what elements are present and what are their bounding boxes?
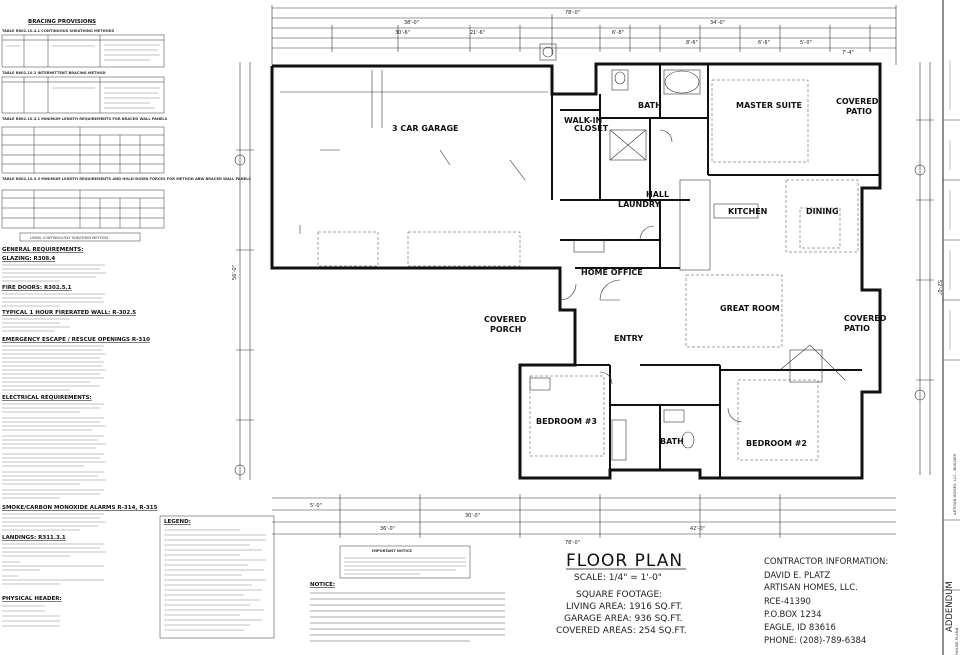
house-plan-label: HOUSE PLAN# [954, 627, 959, 655]
electrical-notes [2, 403, 106, 499]
dim-top-right: 34'-0" [710, 20, 725, 26]
plan-title: FLOOR PLAN [566, 551, 683, 571]
room-kitchen: KITCHEN [728, 207, 767, 216]
dim-top-d6: 5'-0" [800, 40, 812, 46]
landing-notes [2, 543, 106, 585]
fire-door-notes [2, 293, 105, 307]
door-swings [559, 129, 743, 423]
room-bedroom2: BEDROOM #2 [746, 439, 807, 448]
room-master-suite: MASTER SUITE [736, 101, 802, 110]
dim-top-d1: 30'-6" [395, 30, 410, 36]
room-covered-patio-top: COVERED [836, 97, 879, 106]
room-covered-patio-right: COVERED [844, 314, 887, 323]
living-area: LIVING AREA: 1916 SQ.FT. [566, 602, 683, 612]
table3-title: TABLE R602.10.3.1 MINIMUM LENGTH REQUIRE… [2, 117, 168, 121]
dim-overall-bottom: 78'-0" [565, 540, 580, 546]
exterior-walls [270, 62, 882, 480]
room-laundry: LAUNDRY [618, 200, 661, 209]
physical-header-heading: PHYSICAL HEADER: [2, 596, 62, 602]
dim-top-d7: 7'-4" [842, 50, 854, 56]
room-garage: 3 CAR GARAGE [392, 124, 459, 133]
contractor-pobox: P.O.BOX 1234 [764, 610, 822, 620]
electrical-heading: ELECTRICAL REQUIREMENTS: [2, 395, 92, 401]
general-requirements-heading: GENERAL REQUIREMENTS: [2, 247, 83, 253]
emergency-escape-heading: EMERGENCY ESCAPE / RESCUE OPENINGS R-310 [2, 337, 150, 343]
contractor-phone: PHONE: (208)-789-6384 [764, 636, 866, 646]
room-entry: ENTRY [614, 334, 643, 343]
bracing-provisions-heading: BRACING PROVISIONS [28, 19, 96, 25]
table4-title: TABLE R602.10.3.3 MINIMUM LENGTH REQUIRE… [2, 177, 251, 181]
fire-doors-heading: FIRE DOORS: R302.5.1 [2, 285, 72, 291]
dim-top-d4: 8'-6" [686, 40, 698, 46]
dim-top-left: 38'-0" [404, 20, 419, 26]
builder-label: ARTISAN HOMES, LLC - BUILDER [952, 454, 957, 515]
room-closet: CLOSET [574, 124, 609, 133]
title-block: FLOOR PLAN SCALE: 1/4" = 1'-0" SQUARE FO… [556, 551, 687, 636]
garage-detail [280, 70, 548, 267]
contractor-company: ARTISAN HOMES, LLC. [764, 583, 858, 593]
contractor-info: CONTRACTOR INFORMATION: DAVID E. PLATZ A… [764, 557, 888, 646]
table1-title: TABLE R602.10.4.1 CONTINUOUS SHEATHING M… [2, 29, 115, 33]
grid-markers [234, 154, 926, 476]
landings-heading: LANDINGS: R311.3.1 [2, 535, 66, 541]
room-patio-top: PATIO [846, 107, 872, 116]
smoke-notes [2, 513, 106, 531]
glazing-notes [2, 264, 106, 282]
interior-walls [520, 64, 880, 478]
room-home-office: HOME OFFICE [581, 268, 643, 277]
contractor-license: RCE-41390 [764, 597, 811, 607]
dim-left-overall: 56'-0" [232, 265, 238, 280]
room-bath2: BATH [660, 437, 684, 446]
square-footage-title: SQUARE FOOTAGE: [576, 590, 662, 600]
room-patio-right: PATIO [844, 324, 870, 333]
emergency-notes [2, 345, 106, 391]
bracing-tables: BRACING PROVISIONS TABLE R602.10.4.1 CON… [1, 19, 251, 242]
plan-scale: SCALE: 1/4" = 1'-0" [574, 573, 662, 583]
table2-title: TABLE R602.10.2 INTERMITTENT BRACING MET… [2, 71, 106, 75]
notice-title: NOTICE: [310, 582, 335, 588]
ceiling-outlines [529, 79, 859, 461]
dim-bottom-d: 30'-0" [465, 513, 480, 519]
dim-right-overall: 52'-0" [936, 280, 942, 295]
dim-bottom-b: 42'-0" [690, 526, 705, 532]
dim-overall-top: 78'-0" [565, 10, 580, 16]
covered-areas: COVERED AREAS: 254 SQ.FT. [556, 626, 687, 636]
addendum-label: ADDENDUM [945, 581, 955, 632]
smoke-alarms-heading: SMOKE/CARBON MONOXIDE ALARMS R-314, R-31… [2, 505, 158, 511]
fixtures [529, 43, 846, 461]
garage-area: GARAGE AREA: 936 SQ.FT. [564, 614, 683, 624]
room-walkin: WALK-IN [564, 116, 602, 125]
room-hall: HALL [646, 190, 669, 199]
floor-plan-drawing: 78'-0" 38'-0" 34'-0" 30'-6" 21'-6" 6'-8"… [232, 5, 942, 546]
important-notice-title: IMPORTANT NOTICE [372, 549, 412, 553]
header-notes [2, 605, 60, 627]
legend-block: LEGEND: IMPORTANT NOTICE NOTICE: [159, 515, 505, 642]
general-requirements: GENERAL REQUIREMENTS: GLAZING: R308.4 FI… [2, 247, 158, 627]
contractor-name: DAVID E. PLATZ [764, 571, 830, 581]
room-great-room: GREAT ROOM [720, 304, 780, 313]
dim-top-d2: 21'-6" [470, 30, 485, 36]
dim-bottom-c: 5'-0" [310, 503, 322, 509]
wall-notes [2, 318, 70, 332]
dimension-ticks [236, 25, 934, 538]
typical-wall-heading: TYPICAL 1 HOUR FIRERATED WALL: R-302.5 [2, 310, 136, 316]
dim-bottom-a: 36'-0" [380, 526, 395, 532]
glazing-heading: GLAZING: R308.4 [2, 256, 55, 262]
contractor-city: EAGLE, ID 83616 [764, 623, 836, 633]
room-master-bath: BATH [638, 101, 662, 110]
room-covered-porch: COVERED [484, 315, 527, 324]
continuous-sheathing-note: USING CONTINUOUSLY SHEATHED METHOD [30, 236, 108, 240]
legend-title: LEGEND: [164, 519, 191, 525]
room-bedroom3: BEDROOM #3 [536, 417, 597, 426]
room-dining: DINING [806, 207, 839, 216]
room-porch: PORCH [490, 325, 521, 334]
dim-top-d5: 6'-6" [758, 40, 770, 46]
dim-top-d3: 6'-8" [612, 30, 624, 36]
contractor-heading: CONTRACTOR INFORMATION: [764, 557, 888, 567]
right-sidebar: ADDENDUM ARTISAN HOMES, LLC - BUILDER HO… [942, 0, 960, 655]
